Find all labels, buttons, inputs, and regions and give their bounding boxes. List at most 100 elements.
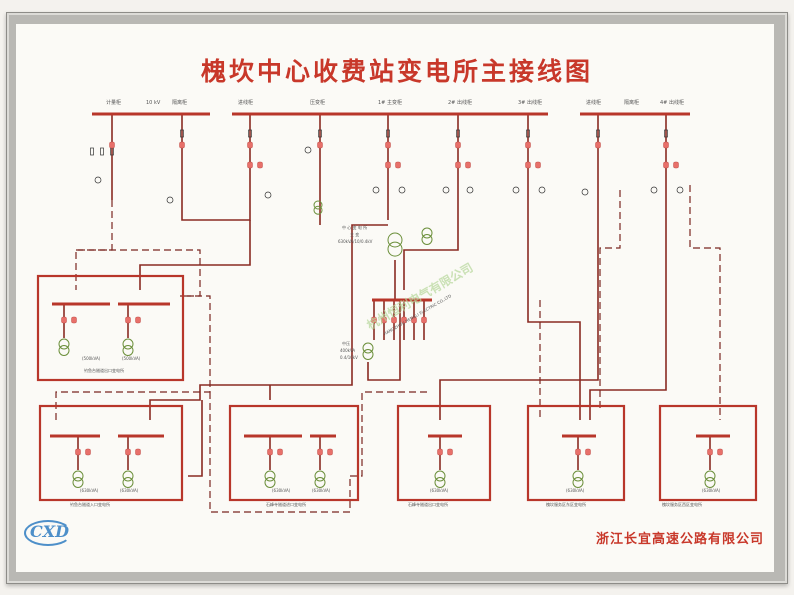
transformer-coil [362,349,374,360]
company-logo: CXD [30,522,70,541]
indicator-lamp [317,141,323,149]
center-label-2: 主 变 [350,231,359,237]
cable [403,185,459,290]
label-metering: 计量柜 [106,99,121,106]
s1-rating-2: (500kVA) [122,356,141,361]
transformer-coil [704,470,716,482]
s5-rating-1: (630kVA) [566,488,585,493]
fuse-symbol [180,129,184,138]
indicator-lamp [465,161,471,169]
s6-caption: 槐坎服务区西区变电所 [662,501,702,507]
indicator-lamp [371,316,377,324]
indicator-lamp [109,141,115,149]
indicator-lamp [125,448,131,456]
substation-box [228,404,360,502]
indicator-lamp [717,448,723,456]
center-label-1: 中 心 变 电 所 [342,224,367,230]
transformer-coil [362,342,374,354]
label-pt: 压变柜 [310,99,325,106]
transformer-coil [58,345,70,356]
transformer-coil [421,227,433,239]
substation-box [396,404,492,502]
substation-box [526,404,626,502]
indicator-lamp [317,448,323,456]
diagram-title: 槐坎中心收费站变电所主接线图 [200,57,593,86]
indicator-lamp [327,448,333,456]
transformer-coil [387,232,403,248]
indicator-lamp [673,161,679,169]
meter-symbol [166,196,174,204]
indicator-lamp [75,448,81,456]
s3-rating-2: (630kVA) [312,488,331,493]
cable [188,400,203,477]
indicator-lamp [401,316,407,324]
s4-caption: 石峰寺隧道出口变电所 [408,501,448,507]
label-kv: 10 kV [146,100,161,106]
meter-symbol [372,186,380,194]
indicator-lamp [135,448,141,456]
s3-rating-1: (630kVA) [272,488,291,493]
indicator-lamp [381,316,387,324]
transformer-coil [58,338,70,350]
indicator-lamp [61,316,67,324]
fuse-symbol [318,129,322,138]
indicator-lamp [71,316,77,324]
meter-symbol [512,186,520,194]
transformer-coil [314,470,326,482]
s6-rating-1: (630kVA) [702,488,721,493]
fuse-symbol [100,147,104,156]
company-name: 浙江长宜高速公路有限公司 [595,532,764,547]
label-out3: 3# 出线柜 [518,99,542,106]
fuse-symbol [456,129,460,138]
indicator-lamp [391,316,397,324]
s4-rating-1: (630kVA) [430,488,449,493]
indicator-lamp [385,141,391,149]
meter-symbol [398,186,406,194]
center-rating-1: 630kVA/10/0.4kV [338,239,373,244]
dashed-cable [350,391,430,477]
meter-symbol [442,186,450,194]
center-rating-2: 400kVA [340,348,355,353]
s2-rating-1: (630kVA) [80,488,99,493]
transformer-coil [122,345,134,356]
indicator-lamp [575,448,581,456]
cable [589,185,667,420]
meter-symbol [466,186,474,194]
indicator-lamp [267,448,273,456]
label-out2: 2# 出线柜 [448,99,472,106]
cable [149,224,388,420]
indicator-lamp [247,161,253,169]
logo-ring [24,520,72,546]
fuse-symbol [90,147,94,156]
dashed-cable [689,185,721,420]
center-rating-3: 0.4/10kV [340,355,358,360]
indicator-lamp [585,448,591,456]
label-incoming: 进线柜 [238,99,253,106]
s5-caption: 槐坎服务区东区变电所 [546,501,586,507]
indicator-lamp [395,161,401,169]
transformer-coil [387,241,403,257]
transformer-coil [122,470,134,482]
transformer-coil [314,477,326,488]
label-arrester: 隔离柜 [172,99,187,106]
cable [139,220,251,290]
meter-symbol [650,186,658,194]
dashed-cable [76,249,201,297]
transformer-coil [264,477,276,488]
indicator-lamp [135,316,141,324]
center-return [367,300,401,381]
indicator-lamp [447,448,453,456]
indicator-lamp [663,161,669,169]
watermark-cn: 杭州恒利电气有限公司 [364,260,475,333]
transformer-coil [264,470,276,482]
s1-rating-1: (500kVA) [82,356,101,361]
indicator-lamp [535,161,541,169]
cable [527,185,581,420]
label-out4: 4# 出线柜 [660,99,684,106]
meter-symbol [581,188,589,196]
fuse-symbol [248,129,252,138]
label-isolate2: 隔离柜 [624,99,639,106]
meter-symbol [304,146,312,154]
indicator-lamp [595,141,601,149]
fuse-symbol [526,129,530,138]
